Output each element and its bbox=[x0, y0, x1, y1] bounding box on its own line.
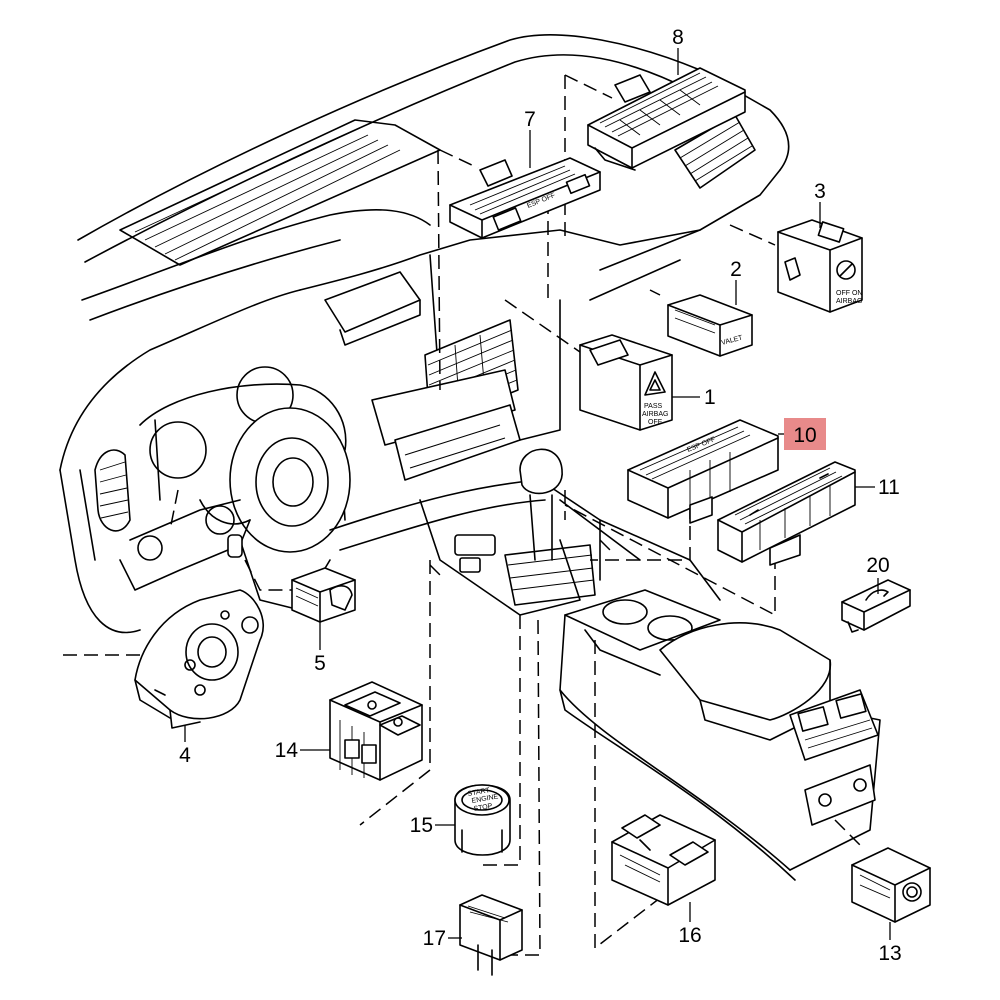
callout-1: 1 bbox=[704, 386, 716, 409]
callout-14: 14 bbox=[275, 739, 299, 762]
stop-label: STOP bbox=[473, 803, 493, 813]
callout-16: 16 bbox=[678, 924, 701, 947]
airbag-label: AIRBAG bbox=[642, 411, 668, 418]
callout-4: 4 bbox=[179, 744, 191, 767]
part-5-rocker-switch bbox=[291, 567, 356, 623]
off-on-label: OFF ON bbox=[836, 290, 862, 297]
part-10-esp-switch-block: ESP OFF bbox=[627, 419, 779, 524]
part-4-light-switch bbox=[134, 589, 265, 729]
part-7-esp-switch-strip: ESP OFF bbox=[449, 157, 601, 239]
lower-dash-left bbox=[119, 499, 251, 591]
callout-labels: 8 7 3 2 1 10 11 20 4 5 14 15 17 16 13 bbox=[179, 26, 902, 965]
callout-11: 11 bbox=[878, 476, 900, 499]
callout-7: 7 bbox=[524, 108, 536, 131]
part-3-airbag-switch: OFF ON AIRBAG bbox=[777, 219, 863, 313]
part-17-socket bbox=[459, 894, 523, 976]
part-2-valet-switch: VALET bbox=[667, 294, 753, 357]
callout-13: 13 bbox=[878, 942, 901, 965]
dashboard-outline bbox=[59, 34, 790, 634]
callout-10: 10 bbox=[793, 424, 816, 447]
steering-wheel bbox=[199, 407, 351, 611]
start-label: START bbox=[467, 787, 491, 798]
callout-17: 17 bbox=[423, 927, 446, 950]
callout-10-highlight bbox=[784, 418, 826, 450]
callout-8: 8 bbox=[672, 26, 684, 49]
callout-5: 5 bbox=[314, 652, 326, 675]
callout-2: 2 bbox=[730, 258, 742, 281]
part-14-parking-brake-switch bbox=[329, 681, 423, 781]
center-console bbox=[329, 448, 881, 881]
callout-20: 20 bbox=[866, 554, 889, 577]
part-20-trunk-release-switch bbox=[841, 579, 911, 633]
pass-label: PASS bbox=[644, 403, 662, 410]
callout-15: 15 bbox=[410, 814, 433, 837]
off-on-airbag-label: AIRBAG bbox=[836, 298, 862, 305]
engine-label: ENGINE bbox=[471, 793, 499, 805]
reference-lines bbox=[60, 74, 861, 956]
callout-3: 3 bbox=[814, 180, 826, 203]
part-11-switch-block bbox=[717, 461, 856, 566]
part-15-start-stop-button: START ENGINE STOP bbox=[454, 784, 511, 856]
off-label: OFF bbox=[648, 419, 662, 426]
part-8-switch-panel bbox=[587, 67, 746, 171]
leader-lines bbox=[184, 48, 891, 940]
part-16-window-switch-block bbox=[611, 814, 716, 906]
part-13-rear-switch bbox=[851, 847, 931, 923]
part-1-hazard-switch: PASS AIRBAG OFF bbox=[579, 334, 673, 431]
